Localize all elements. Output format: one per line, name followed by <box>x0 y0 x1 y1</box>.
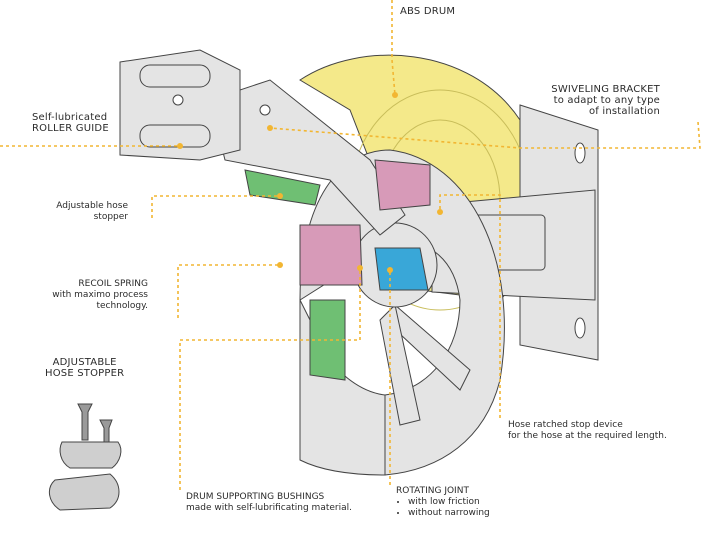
bracket-slot-bottom <box>574 317 586 339</box>
label-recoil-spring-title: RECOIL SPRING <box>78 279 148 289</box>
stopper-part-top <box>59 441 122 469</box>
label-ratched-stop-line2: for the hose at the required length. <box>508 431 667 441</box>
leader-dot-joint <box>387 267 393 273</box>
label-recoil-spring-line2: with maximo process <box>52 290 148 300</box>
label-hose-stopper: Adjustable hose stopper <box>56 201 128 223</box>
leader-ratchet <box>439 194 501 418</box>
bracket-slot-top <box>574 142 586 164</box>
label-roller-guide-line2: ROLLER GUIDE <box>32 123 109 134</box>
leader-dot-abs <box>392 92 398 98</box>
label-drum-bushings: DRUM SUPPORTING BUSHINGS made with self-… <box>186 492 352 514</box>
roller-bottom <box>139 124 211 148</box>
leader-bushings <box>179 268 361 490</box>
label-swiveling-bracket: SWIVELING BRACKET to adapt to any type o… <box>551 84 660 117</box>
label-ratched-stop-line1: Hose ratched stop device <box>508 420 623 430</box>
leader-dot-bushings <box>357 265 363 271</box>
label-ratched-stop: Hose ratched stop device for the hose at… <box>508 420 667 442</box>
label-swiveling-bracket-line3: of installation <box>588 106 660 117</box>
label-roller-guide: Self-lubricated ROLLER GUIDE <box>32 112 109 134</box>
label-abs-drum: ABS DRUM <box>400 6 456 17</box>
spring-green-fins <box>309 299 346 381</box>
label-adjustable-hose-stopper-line2: HOSE STOPPER <box>45 368 125 379</box>
label-recoil-spring-line3: technology. <box>96 301 148 311</box>
roller-bolt <box>172 94 184 106</box>
guide-arm <box>209 79 406 236</box>
leader-dot-recoil <box>277 262 283 268</box>
guide-pivot-bolt <box>259 104 271 116</box>
label-adjustable-hose-stopper-line1: ADJUSTABLE <box>52 357 117 368</box>
rotating-joint-bullet-2: without narrowing <box>408 508 490 519</box>
label-roller-guide-line1: Self-lubricated <box>32 112 108 123</box>
label-rotating-joint-bullets: with low friction without narrowing <box>396 497 490 519</box>
label-swiveling-bracket-title: SWIVELING BRACKET <box>551 84 660 95</box>
leader-dot-ratchet <box>437 209 443 215</box>
label-adjustable-hose-stopper: ADJUSTABLE HOSE STOPPER <box>45 357 124 379</box>
rotating-joint-blue <box>374 247 429 291</box>
label-hose-stopper-line2: stopper <box>93 212 128 222</box>
roller-top <box>139 64 211 88</box>
ratchet-pink <box>374 159 431 211</box>
leader-dot-swivel <box>267 125 273 131</box>
stopper-part-bottom <box>48 473 120 511</box>
leader-swivel <box>269 121 701 149</box>
stopper-screw-2 <box>99 419 113 446</box>
rotating-joint-bullet-1: with low friction <box>408 497 490 508</box>
label-hose-stopper-line1: Adjustable hose <box>56 201 128 211</box>
leader-dot-roller <box>177 143 183 149</box>
label-rotating-joint: ROTATING JOINT with low friction without… <box>396 486 490 519</box>
leader-recoil <box>177 264 280 318</box>
label-drum-bushings-line2: made with self-lubrificating material. <box>186 503 352 513</box>
leader-dot-stopper <box>277 193 283 199</box>
label-drum-bushings-title: DRUM SUPPORTING BUSHINGS <box>186 492 325 502</box>
label-rotating-joint-title: ROTATING JOINT <box>396 486 469 496</box>
recoil-spring-pink <box>299 224 363 286</box>
label-recoil-spring: RECOIL SPRING with maximo process techno… <box>52 279 148 312</box>
label-swiveling-bracket-line2: to adapt to any type <box>553 95 660 106</box>
leader-hose-stopper <box>151 195 278 218</box>
leader-abs-drum <box>391 0 396 96</box>
stopper-screw <box>77 403 93 441</box>
